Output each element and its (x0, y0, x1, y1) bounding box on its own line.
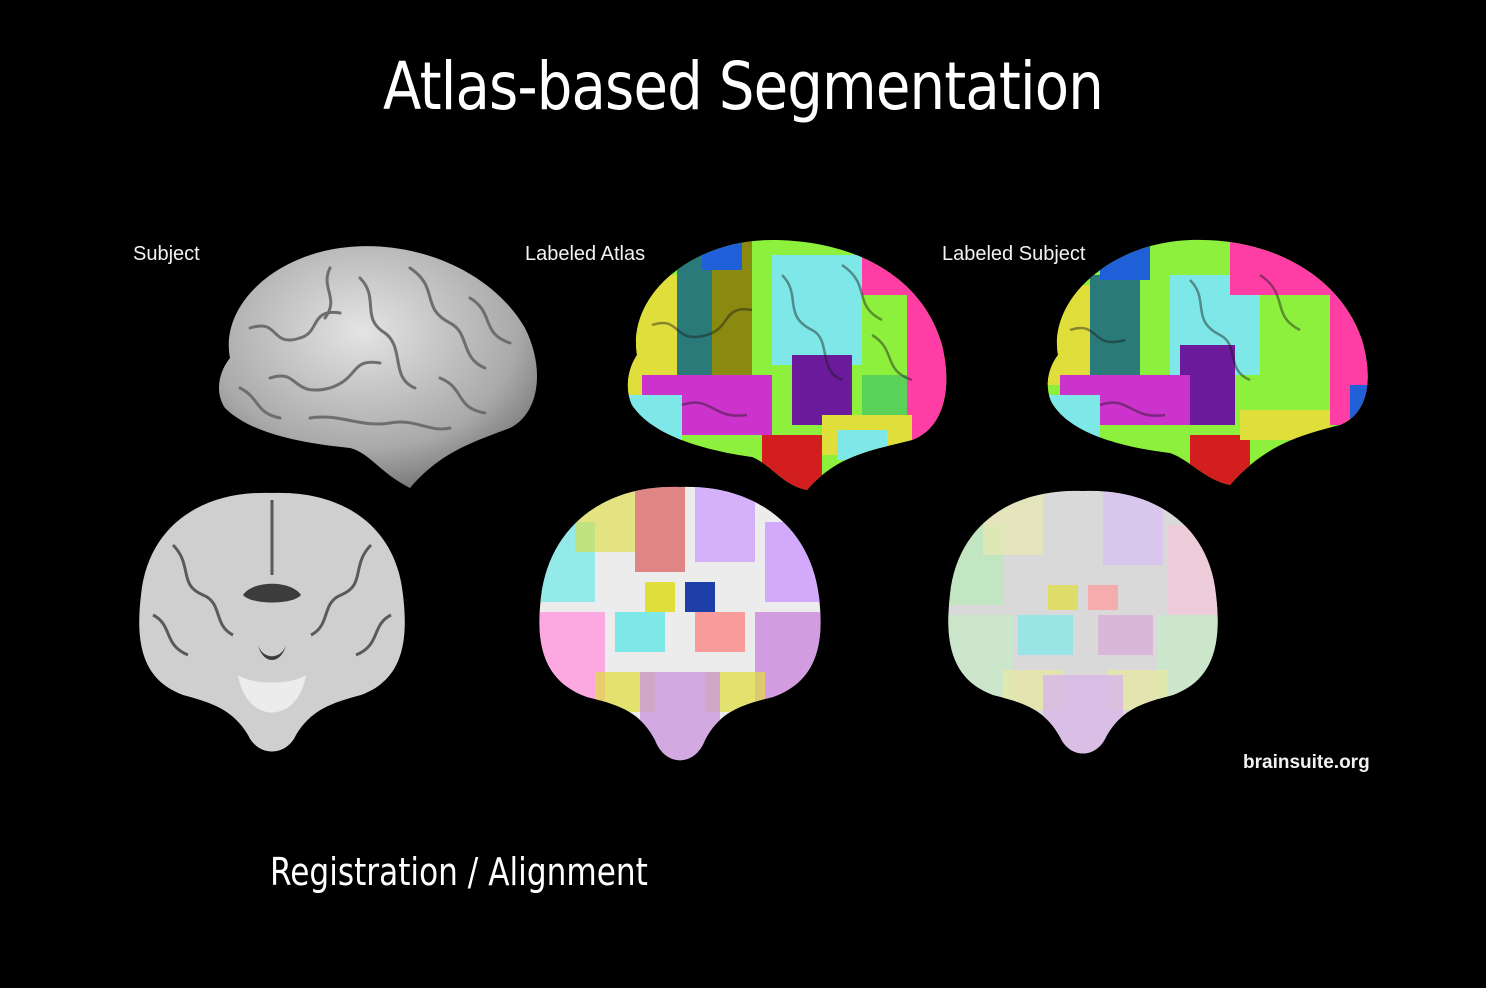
slide-title: Atlas-based Segmentation (383, 48, 1104, 125)
caption-text: Registration / Alignment (270, 850, 648, 894)
subject-surface-image (218, 246, 537, 488)
subject-coronal-slice-image (139, 492, 405, 752)
labeled-subject-surface-image (1047, 239, 1368, 486)
panel-label-labeled-atlas: Labeled Atlas (525, 243, 646, 265)
panel-label-subject: Subject (133, 243, 200, 265)
panel-label-labeled-subject: Labeled Subject (942, 243, 1086, 265)
labeled-subject-coronal-slice-image (948, 490, 1218, 754)
atlas-coronal-slice-image (539, 486, 821, 761)
atlas-surface-image (627, 240, 947, 490)
credit-text: brainsuite.org (1243, 752, 1370, 773)
